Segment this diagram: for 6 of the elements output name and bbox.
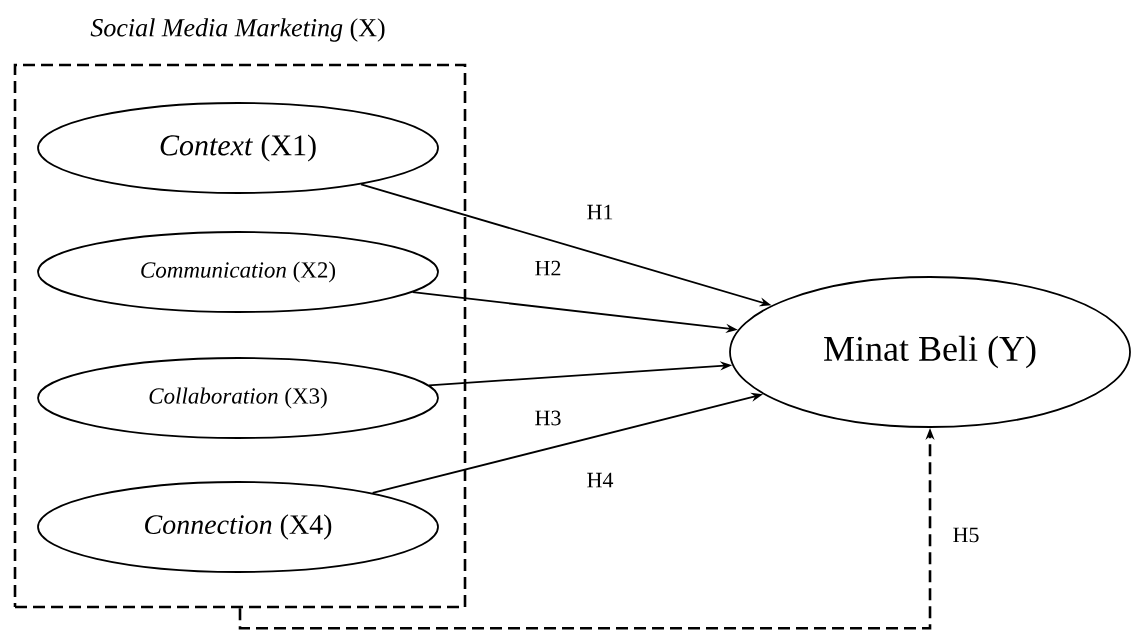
edge-label: H5	[950, 525, 982, 545]
edge-label: H3	[532, 408, 564, 428]
edge-label: H4	[584, 470, 616, 490]
group-heading: Social Media Marketing (X)	[90, 18, 385, 42]
edge-label: H2	[532, 258, 564, 278]
edge-label: H1	[584, 202, 616, 222]
